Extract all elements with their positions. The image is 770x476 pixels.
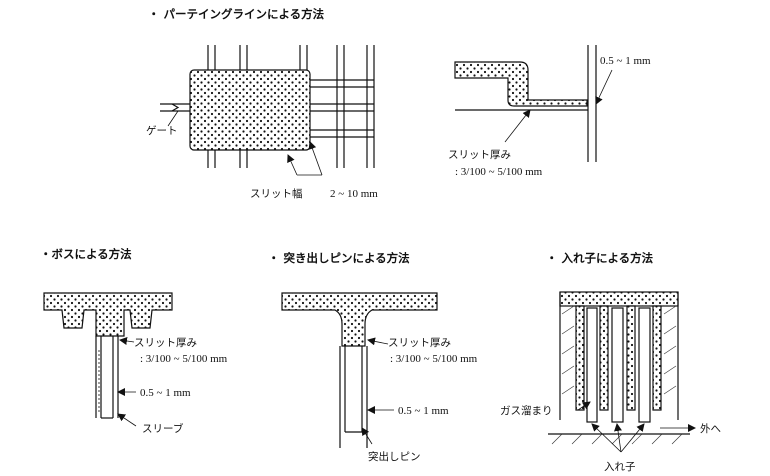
ejector-slit-thickness-value: : 3/100 ~ 5/100 mm [390, 353, 478, 365]
insert-title: ・ 入れ子による方法 [546, 251, 654, 265]
insert-label: 入れ子 [604, 461, 636, 473]
boss-section: ・ボスによる方法 スリット厚み : 3/100 ~ 5/100 mm 0.5 ~… [40, 247, 228, 435]
parting-slit-thickness-value: : 3/100 ~ 5/100 mm [455, 166, 543, 178]
gate [160, 103, 190, 112]
slit-width-label: スリット幅 [250, 187, 303, 200]
insert-section: ・ 入れ子による方法 [500, 251, 721, 473]
boss-gap-value: 0.5 ~ 1 mm [140, 387, 191, 399]
boss-part [43, 292, 173, 337]
insert-hatching [551, 305, 683, 445]
outside-label: 外へ [700, 423, 721, 435]
ejector-pin-title: ・ 突き出しピンによる方法 [268, 251, 410, 265]
ejector-pin-label: 突出しピン [368, 450, 421, 463]
gas-trap-label: ガス溜まり [500, 404, 553, 417]
boss-slit-thickness-label: スリット厚み [134, 337, 197, 349]
slit-width-value: 2 ~ 10 mm [330, 188, 378, 200]
ejector-gap-value: 0.5 ~ 1 mm [398, 405, 449, 417]
boss-title: ・ボスによる方法 [40, 247, 132, 261]
ejector-pin-section: ・ 突き出しピンによる方法 スリット厚み : 3/100 ~ 5/100 mm … [268, 251, 478, 463]
gate-label: ゲート [146, 125, 178, 137]
parting-cross-section [454, 61, 588, 107]
parting-slit-thickness-label: スリット厚み [448, 149, 511, 161]
insert-top-band [559, 291, 679, 307]
molded-part [189, 69, 311, 151]
sleeve-label: スリーブ [142, 422, 184, 435]
vent-grid [207, 45, 375, 168]
ejector-slit-thickness-label: スリット厚み [388, 337, 451, 349]
boss-slit-thickness-value: : 3/100 ~ 5/100 mm [140, 353, 228, 365]
parting-line-section: ・ パーテイングラインによる方法 [146, 7, 651, 200]
parting-line-title: ・ パーテイングラインによる方法 [148, 7, 325, 21]
ejector-part [281, 292, 438, 347]
gap-value-top: 0.5 ~ 1 mm [600, 55, 651, 67]
